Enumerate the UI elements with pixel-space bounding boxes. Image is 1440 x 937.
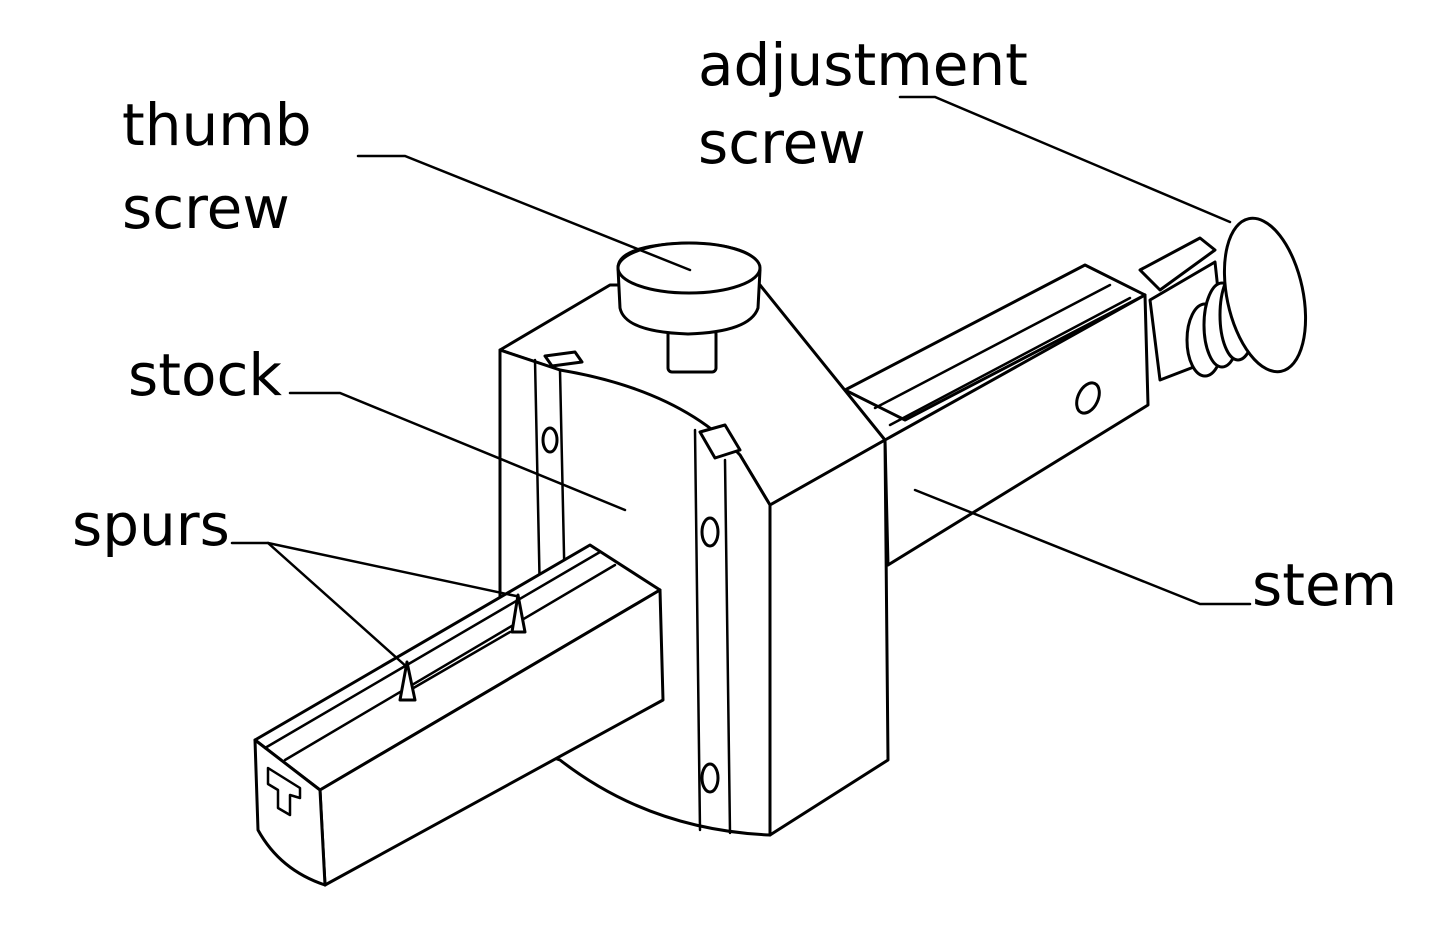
stem-label: stem — [1252, 551, 1397, 619]
stem-leader — [913, 488, 1252, 606]
spurs-leader-2 — [266, 541, 518, 598]
spurs-leader-1 — [230, 541, 410, 670]
labels: thumb screw adjustment screw stock spurs… — [72, 31, 1397, 619]
adjustment-screw — [1138, 216, 1308, 382]
spurs-label: spurs — [72, 491, 230, 559]
adjustment-screw-label-line1: adjustment — [698, 31, 1028, 99]
thumb-screw-label-line1: thumb — [122, 91, 312, 159]
stem-rear — [843, 263, 1150, 567]
stock-label: stock — [128, 341, 282, 409]
adjustment-screw-label-line2: screw — [698, 109, 866, 177]
adjustment-screw-leader — [898, 95, 1232, 224]
leader-lines — [230, 95, 1252, 670]
stem-front — [253, 543, 665, 887]
thumb-screw-label-line2: screw — [122, 174, 290, 242]
thumb-screw-leader — [356, 154, 692, 272]
stock-leader — [288, 391, 627, 512]
